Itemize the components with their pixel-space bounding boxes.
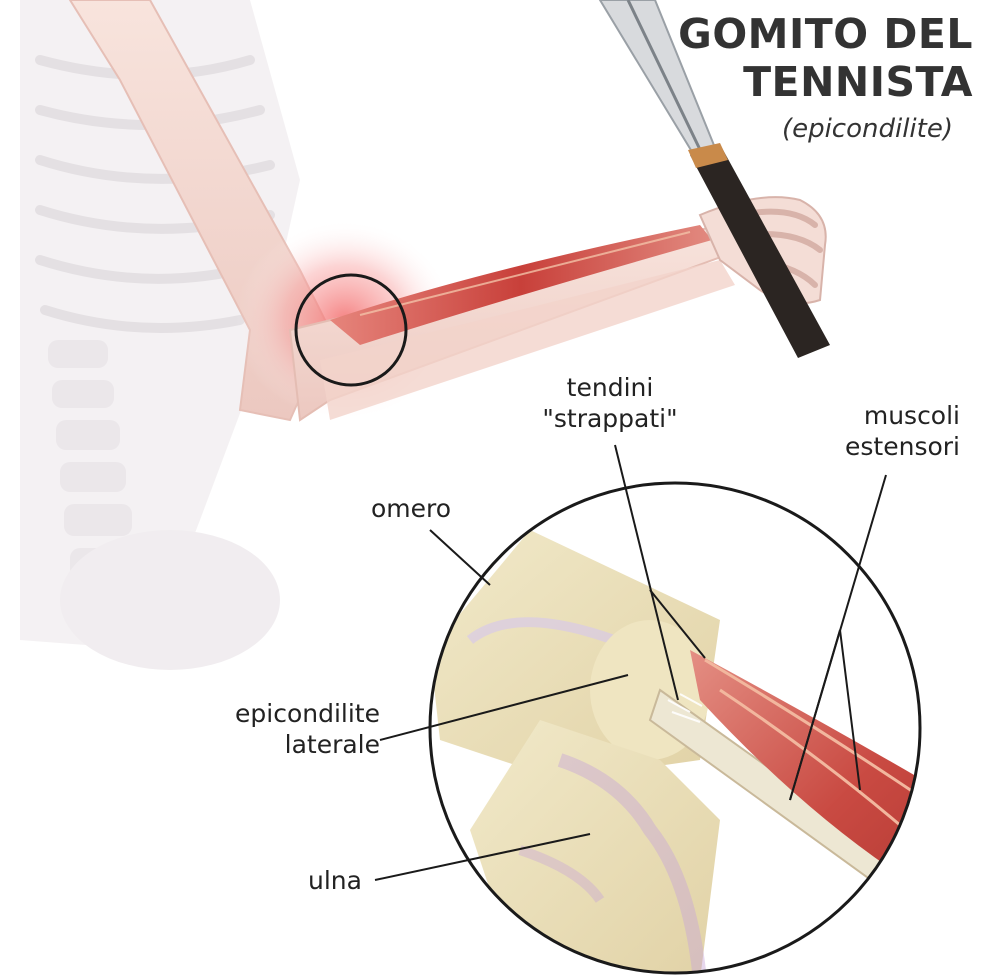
label-tendini-line-2: "strappati" bbox=[530, 403, 690, 434]
label-omero: omero bbox=[356, 493, 466, 524]
label-muscoli-line-1: muscoli bbox=[800, 400, 960, 431]
label-ulna: ulna bbox=[300, 865, 370, 896]
label-muscoli-estensori: muscoli estensori bbox=[800, 400, 960, 462]
title: GOMITO DEL TENNISTA bbox=[678, 10, 973, 106]
title-line-2: TENNISTA bbox=[678, 58, 973, 106]
label-muscoli-line-2: estensori bbox=[800, 431, 960, 462]
title-line-1: GOMITO DEL bbox=[678, 10, 973, 58]
label-epicondilite-laterale: epicondilite laterale bbox=[200, 698, 380, 760]
label-tendini: tendini "strappati" bbox=[530, 372, 690, 434]
label-tendini-line-1: tendini bbox=[530, 372, 690, 403]
label-epicondilite-line-2: laterale bbox=[200, 729, 380, 760]
subtitle: (epicondilite) bbox=[782, 114, 953, 144]
label-epicondilite-line-1: epicondilite bbox=[200, 698, 380, 729]
